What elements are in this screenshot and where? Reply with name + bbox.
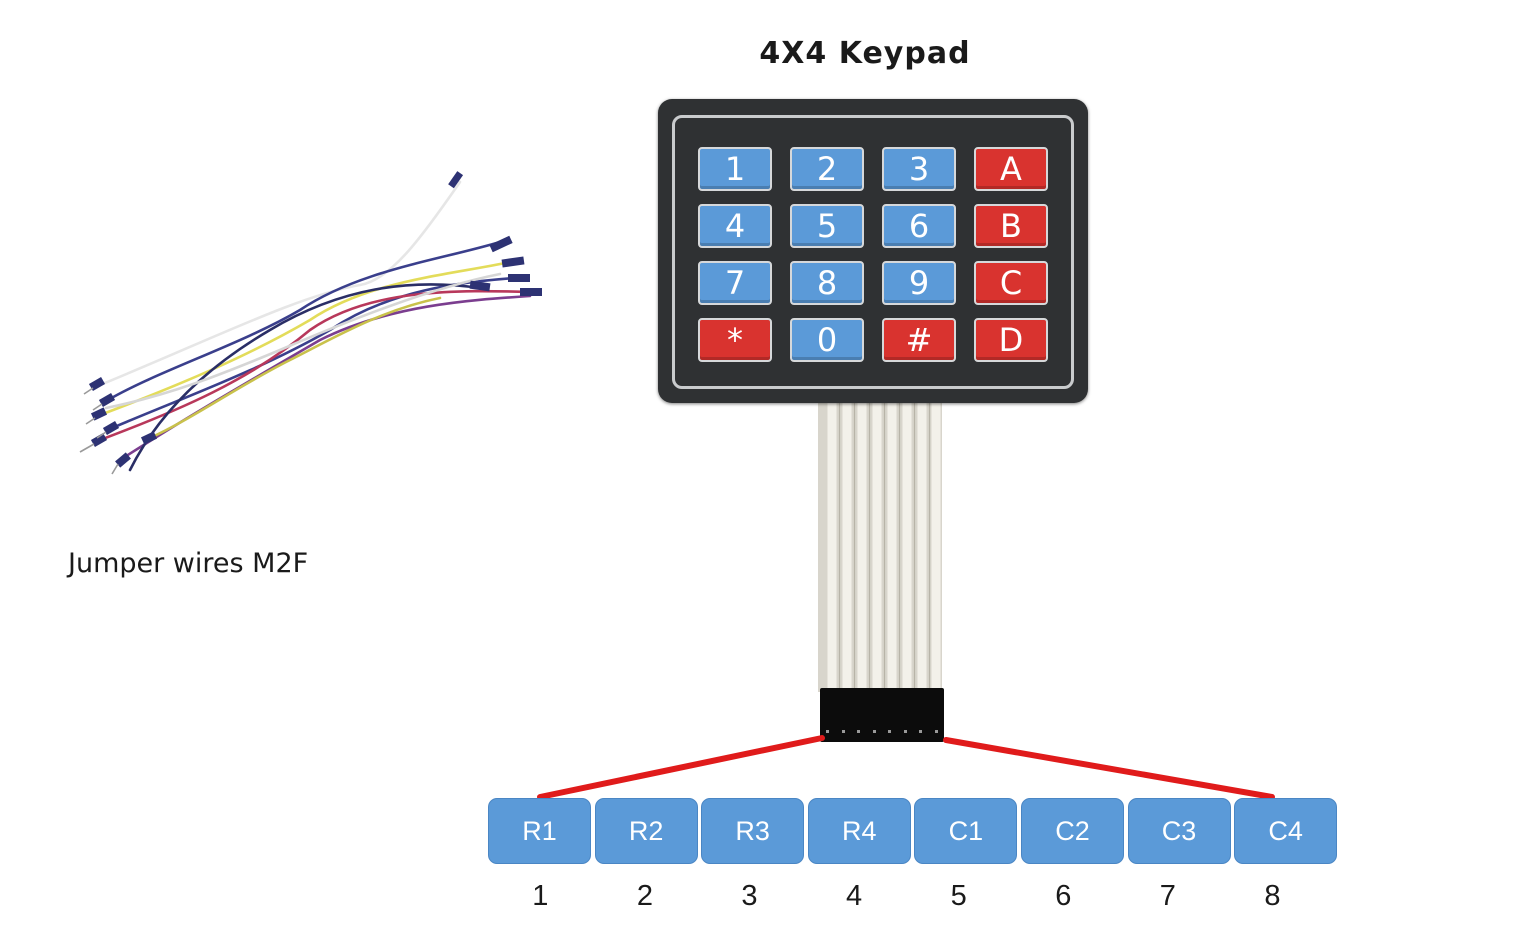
- wire: [148, 296, 442, 440]
- key-5: 5: [790, 204, 864, 248]
- wire-connector: [501, 256, 525, 268]
- wire-connector: [520, 288, 542, 296]
- pin-number-row: 1 2 3 4 5 6 7 8: [488, 880, 1325, 913]
- wire-connector: [448, 171, 464, 189]
- pin-number: 8: [1264, 880, 1281, 912]
- pin-number: 6: [1055, 880, 1072, 912]
- ribbon-cable: [818, 400, 942, 692]
- key-4: 4: [698, 204, 772, 248]
- wire: [104, 272, 502, 410]
- pin-number: 2: [636, 880, 653, 912]
- wire-connector: [90, 407, 108, 421]
- key-d: D: [974, 318, 1048, 362]
- key-6: 6: [882, 204, 956, 248]
- key-3: 3: [882, 147, 956, 191]
- diagram-title: 4X4 Keypad: [759, 36, 971, 71]
- wire-connector: [90, 433, 108, 447]
- wire-connector: [469, 280, 491, 292]
- wire-connector: [115, 452, 131, 468]
- keypad-connector: [820, 688, 944, 742]
- wire-pin: [79, 443, 95, 453]
- key-c: C: [974, 261, 1048, 305]
- wire-pin: [111, 463, 119, 475]
- pin-label-r3: R3: [701, 798, 805, 864]
- wire: [128, 283, 482, 472]
- key-9: 9: [882, 261, 956, 305]
- key-a: A: [974, 147, 1048, 191]
- wire-connector: [489, 235, 513, 253]
- wire: [98, 180, 462, 387]
- key-0: 0: [790, 318, 864, 362]
- pointer-line-left: [537, 735, 825, 800]
- wire-pin: [83, 387, 94, 395]
- wire-pin: [92, 403, 103, 411]
- pin-label-c3: C3: [1127, 798, 1231, 864]
- wire-connector: [102, 421, 120, 435]
- wire-pin: [85, 417, 96, 425]
- pin-label-r4: R4: [807, 798, 911, 864]
- pin-number: 1: [532, 880, 549, 912]
- jumper-wires-image: [79, 171, 542, 475]
- pin-label-c2: C2: [1020, 798, 1124, 864]
- pin-number: 5: [950, 880, 967, 912]
- jumper-wires-label: Jumper wires M2F: [68, 548, 309, 579]
- wire: [98, 260, 512, 417]
- pin-label-c4: C4: [1234, 798, 1338, 864]
- key-b: B: [974, 204, 1048, 248]
- pointer-line-right: [943, 737, 1275, 800]
- pin-number: 3: [741, 880, 758, 912]
- wire-connector: [88, 377, 106, 391]
- pin-label-r1: R1: [488, 798, 591, 864]
- pin-label-c1: C1: [914, 798, 1018, 864]
- key-7: 7: [698, 261, 772, 305]
- pin-number: 4: [846, 880, 863, 912]
- wire: [98, 289, 532, 442]
- keypad-frame: [672, 115, 1074, 389]
- wire-connector: [508, 274, 530, 282]
- key-star: *: [698, 318, 772, 362]
- key-hash: #: [882, 318, 956, 362]
- wire-connector: [98, 393, 116, 407]
- key-8: 8: [790, 261, 864, 305]
- wire-pin: [96, 431, 107, 439]
- pin-label-r2: R2: [594, 798, 698, 864]
- wire-connector: [140, 431, 158, 445]
- key-1: 1: [698, 147, 772, 191]
- pin-number: 7: [1159, 880, 1176, 912]
- key-2: 2: [790, 147, 864, 191]
- wire: [106, 240, 502, 402]
